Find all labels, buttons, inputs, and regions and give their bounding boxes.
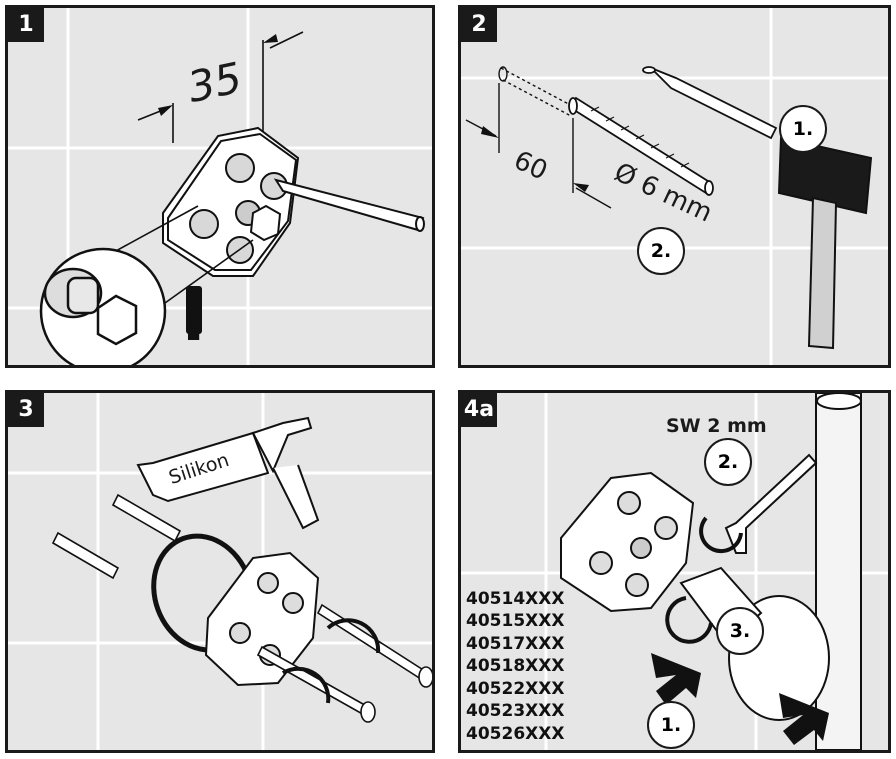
step-number-badge: 4a: [461, 393, 497, 427]
model-number: 40526XXX: [466, 723, 565, 744]
step-2-circle: 2.: [637, 227, 685, 275]
mounting-plate: [204, 551, 320, 687]
step-panel-3: 3: [5, 390, 435, 753]
warning-mark: !: [179, 282, 209, 356]
step-number-badge: 3: [8, 393, 44, 427]
step-number-badge: 1: [8, 8, 44, 42]
step-1-circle: 1.: [779, 105, 827, 153]
model-number: 40522XXX: [466, 678, 565, 699]
step-2-circle: 2.: [704, 438, 752, 486]
step-3-circle: 3.: [716, 607, 764, 655]
model-number: 40515XXX: [466, 611, 565, 631]
step-panel-2: 2: [458, 5, 891, 368]
hammer: [777, 136, 873, 350]
silicone-cartridge: [136, 416, 320, 530]
drill-bit: [568, 96, 714, 196]
step-1-circle: 1.: [647, 701, 695, 749]
model-number: 40514XXX: [466, 588, 565, 609]
step-number-badge: 2: [461, 8, 497, 42]
step-2-illustration: [461, 8, 888, 365]
shower-pipe: [815, 393, 862, 750]
push-arrow: [779, 693, 829, 745]
model-number-list: 40514XXX 40515XXX 40517XXX 40518XXX 4052…: [466, 588, 564, 746]
chisel: [642, 66, 778, 140]
allen-key: [273, 178, 425, 232]
step-4a-illustration: [461, 393, 888, 750]
model-number: 40518XXX: [466, 656, 565, 676]
step-panel-1: 1: [5, 5, 435, 368]
step-1-illustration: [8, 8, 432, 365]
model-number: 40523XXX: [466, 701, 565, 721]
step-panel-4a: 4a SW 2 mm: [458, 390, 891, 753]
mounting-plate: [162, 126, 300, 277]
step-3-illustration: [8, 393, 432, 750]
push-arrow: [651, 653, 701, 705]
tool-size-label: SW 2 mm: [666, 415, 767, 437]
model-number: 40517XXX: [466, 633, 565, 654]
wall-plug: [51, 493, 182, 580]
hex-key: [724, 453, 818, 554]
mounting-plate: [560, 471, 695, 613]
screw: [256, 603, 432, 723]
